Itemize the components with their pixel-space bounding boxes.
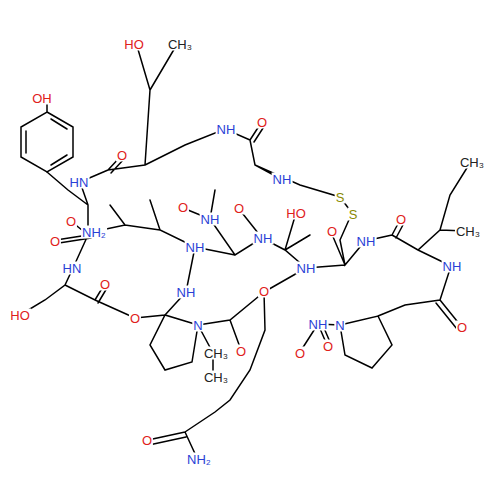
atom-label: O — [322, 340, 334, 353]
atom-label: HO — [123, 38, 145, 51]
atom-label: NH — [356, 235, 377, 248]
atom-label: NH — [176, 286, 197, 299]
atom-label: CH₃ — [203, 371, 229, 384]
atom-label: O — [456, 321, 468, 334]
atom-label: HN — [62, 262, 83, 275]
atom-label: NH₂ — [186, 453, 212, 466]
atom-label: NH — [272, 173, 293, 186]
atom-label: NH — [442, 260, 463, 273]
atom-label: S — [335, 191, 346, 204]
atom-label: S — [348, 208, 359, 221]
atom-label: N — [192, 319, 203, 332]
tyrosine-ring — [21, 100, 73, 172]
atom-label: O — [116, 149, 128, 162]
atom-label: CH₃ — [203, 347, 229, 360]
atom-label: HO — [9, 309, 31, 322]
atom-label: NH — [185, 241, 206, 254]
atom-label: O — [141, 434, 153, 447]
atom-label: O — [256, 116, 268, 129]
atom-label: O — [99, 278, 111, 291]
atom-label: NH — [216, 123, 237, 136]
atom-label: O — [258, 285, 270, 298]
atom-label: NH₂ — [81, 226, 107, 239]
atom-label: O — [294, 347, 306, 360]
atom-label: CH₃ — [455, 225, 481, 238]
atom-label: O — [235, 345, 247, 358]
atom-label: O — [233, 202, 245, 215]
atom-label: CH₃ — [167, 38, 193, 51]
atom-label: NH — [308, 318, 329, 331]
atom-label: NH — [296, 262, 317, 275]
atom-label: HO — [285, 207, 307, 220]
atom-label: CH₃ — [459, 156, 485, 169]
atom-label: O — [395, 213, 407, 226]
atom-label: O — [326, 225, 338, 238]
atom-label: O — [49, 235, 61, 248]
atom-label: O — [65, 215, 77, 228]
atom-label: N — [334, 319, 345, 332]
atom-label: O — [177, 201, 189, 214]
atom-label: NH — [200, 213, 221, 226]
atom-label: OH — [31, 92, 53, 105]
peptide-backbone — [20, 46, 470, 458]
atom-label: O — [129, 312, 141, 325]
atom-label: HN — [69, 176, 90, 189]
atom-label: NH — [253, 232, 274, 245]
